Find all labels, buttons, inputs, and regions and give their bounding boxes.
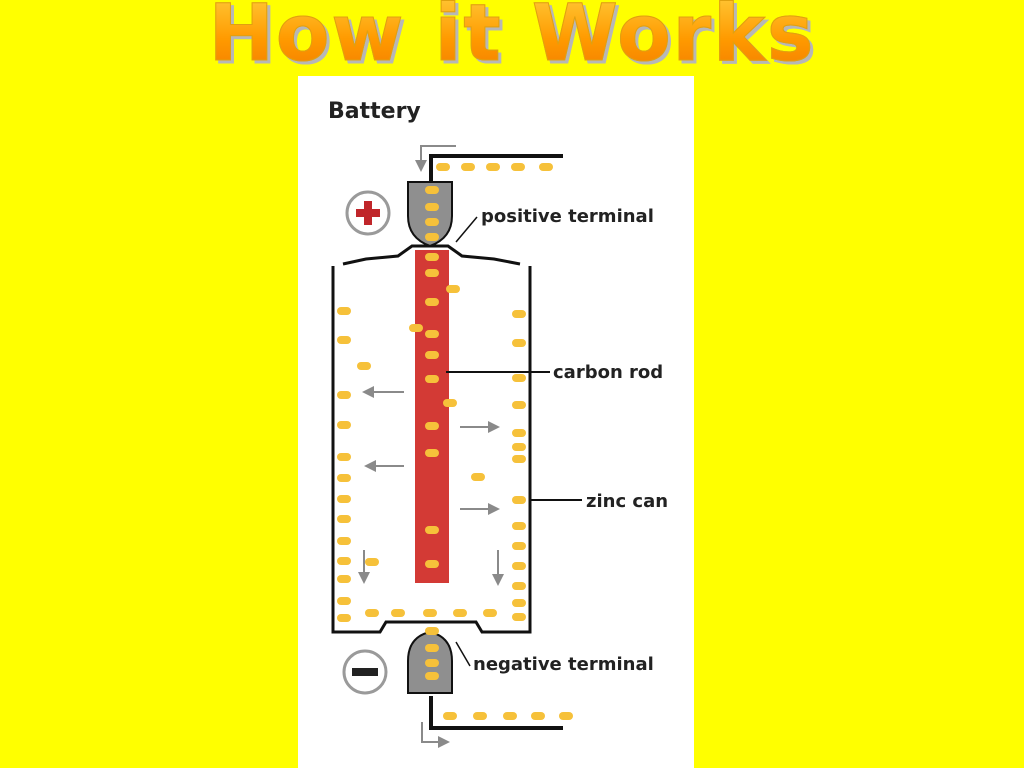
electron bbox=[471, 473, 485, 481]
electron bbox=[486, 163, 500, 171]
electron bbox=[425, 560, 439, 568]
electron bbox=[503, 712, 517, 720]
electron bbox=[337, 597, 351, 605]
electron bbox=[337, 515, 351, 523]
electron bbox=[446, 285, 460, 293]
electron bbox=[512, 522, 526, 530]
electron bbox=[365, 609, 379, 617]
zinc-can-outline bbox=[331, 266, 532, 634]
electron bbox=[425, 330, 439, 338]
carbon-rod-label: carbon rod bbox=[553, 362, 663, 383]
electron bbox=[483, 609, 497, 617]
electron bbox=[512, 562, 526, 570]
bottom-current-arrow bbox=[421, 722, 450, 748]
zinc-can-label: zinc can bbox=[586, 491, 668, 512]
electron bbox=[461, 163, 475, 171]
electron bbox=[512, 496, 526, 504]
electron bbox=[425, 233, 439, 241]
electron bbox=[425, 526, 439, 534]
electron bbox=[423, 609, 437, 617]
slide-title: How it Works bbox=[0, 0, 1024, 82]
electron bbox=[425, 375, 439, 383]
electron bbox=[512, 542, 526, 550]
positive-terminal-label: positive terminal bbox=[481, 206, 654, 227]
electron bbox=[512, 582, 526, 590]
electron bbox=[512, 429, 526, 437]
electron bbox=[425, 627, 439, 635]
electron bbox=[337, 453, 351, 461]
ion-flow-arrows bbox=[358, 386, 504, 586]
electron bbox=[425, 218, 439, 226]
electron bbox=[425, 422, 439, 430]
electron bbox=[425, 659, 439, 667]
electron bbox=[512, 599, 526, 607]
electron bbox=[337, 495, 351, 503]
electron bbox=[443, 712, 457, 720]
electron bbox=[337, 391, 351, 399]
electron bbox=[425, 253, 439, 261]
electron-particles bbox=[337, 163, 573, 720]
electron bbox=[425, 298, 439, 306]
electron bbox=[425, 203, 439, 211]
electron bbox=[512, 443, 526, 451]
electron bbox=[337, 575, 351, 583]
electron bbox=[337, 537, 351, 545]
electron bbox=[511, 163, 525, 171]
electron bbox=[409, 324, 423, 332]
electron bbox=[539, 163, 553, 171]
electron bbox=[425, 351, 439, 359]
electron bbox=[512, 613, 526, 621]
electron bbox=[512, 374, 526, 382]
minus-sign-icon bbox=[342, 649, 388, 695]
negative-terminal-label: negative terminal bbox=[473, 654, 654, 675]
electron bbox=[531, 712, 545, 720]
electron bbox=[443, 399, 457, 407]
plus-sign-icon bbox=[345, 190, 391, 236]
electron bbox=[425, 186, 439, 194]
electron bbox=[559, 712, 573, 720]
electron bbox=[337, 557, 351, 565]
electron bbox=[425, 449, 439, 457]
electron bbox=[357, 362, 371, 370]
electron bbox=[425, 269, 439, 277]
negative-terminal-leader bbox=[455, 641, 471, 667]
electron bbox=[337, 614, 351, 622]
positive-terminal-cap bbox=[407, 181, 453, 248]
electron bbox=[512, 339, 526, 347]
electron bbox=[337, 474, 351, 482]
electron bbox=[512, 401, 526, 409]
battery-diagram-panel: Battery bbox=[298, 76, 694, 768]
electron bbox=[512, 455, 526, 463]
electron bbox=[337, 307, 351, 315]
electron bbox=[391, 609, 405, 617]
electron bbox=[453, 609, 467, 617]
electron bbox=[365, 558, 379, 566]
electron bbox=[425, 672, 439, 680]
bottom-wire bbox=[429, 696, 563, 730]
electron bbox=[473, 712, 487, 720]
diagram-heading: Battery bbox=[328, 99, 421, 124]
electron bbox=[337, 421, 351, 429]
electron bbox=[436, 163, 450, 171]
top-current-arrow bbox=[415, 145, 456, 172]
battery-diagram: Battery bbox=[328, 99, 668, 748]
electron bbox=[512, 310, 526, 318]
electron bbox=[337, 336, 351, 344]
positive-terminal-leader bbox=[455, 216, 478, 243]
electron bbox=[425, 644, 439, 652]
